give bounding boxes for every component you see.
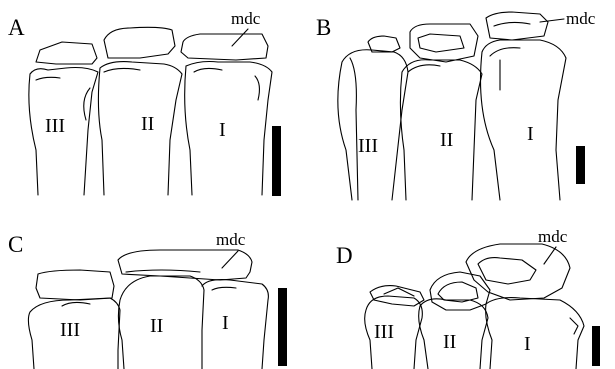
panel-a-scale-bar [272,126,281,196]
panel-a-mdc-label: mdc [231,9,261,28]
panel-b-label: B [316,15,331,40]
panel-c-mdc-pointer [222,251,238,268]
panel-c: C III II I mdc [8,230,287,369]
panel-a-bone-iii-label: III [45,115,65,137]
panel-d-bone-ii-label: II [443,331,456,353]
panel-d-bone-iii-label: III [374,321,394,343]
panel-c-bone-ii-label: II [150,315,163,337]
panel-b-mdc-pointer [540,19,564,22]
panel-a-drawing [29,27,272,195]
panel-d-mdc-label: mdc [538,227,568,246]
panel-c-mdc-label: mdc [216,230,246,249]
panel-d-mdc-pointer [544,247,556,264]
panel-d-scale-bar [592,326,600,366]
panel-c-drawing [28,250,268,369]
panel-d-bone-i-label: I [524,333,531,355]
panel-a-bone-ii-label: II [141,113,154,135]
panel-a: A III II I mdc [8,9,281,196]
panel-b-scale-bar [576,146,585,184]
panel-b-drawing [338,12,566,200]
panel-b-bone-i-label: I [527,123,534,145]
panel-a-mdc-pointer [232,29,248,46]
panel-c-bone-iii-label: III [60,319,80,341]
panel-a-label: A [8,15,25,40]
panel-d-drawing [365,244,584,369]
panel-d-label: D [336,243,353,268]
panel-b: B III II I mdc [316,9,596,200]
panel-c-label: C [8,232,23,257]
panel-b-mdc-label: mdc [566,9,596,28]
panel-c-scale-bar [278,288,287,366]
panel-b-bone-iii-label: III [358,135,378,157]
panel-c-bone-i-label: I [222,312,229,334]
panel-b-bone-ii-label: II [440,129,453,151]
panel-d: D III II I mdc [336,227,600,369]
panel-a-bone-i-label: I [219,119,226,141]
